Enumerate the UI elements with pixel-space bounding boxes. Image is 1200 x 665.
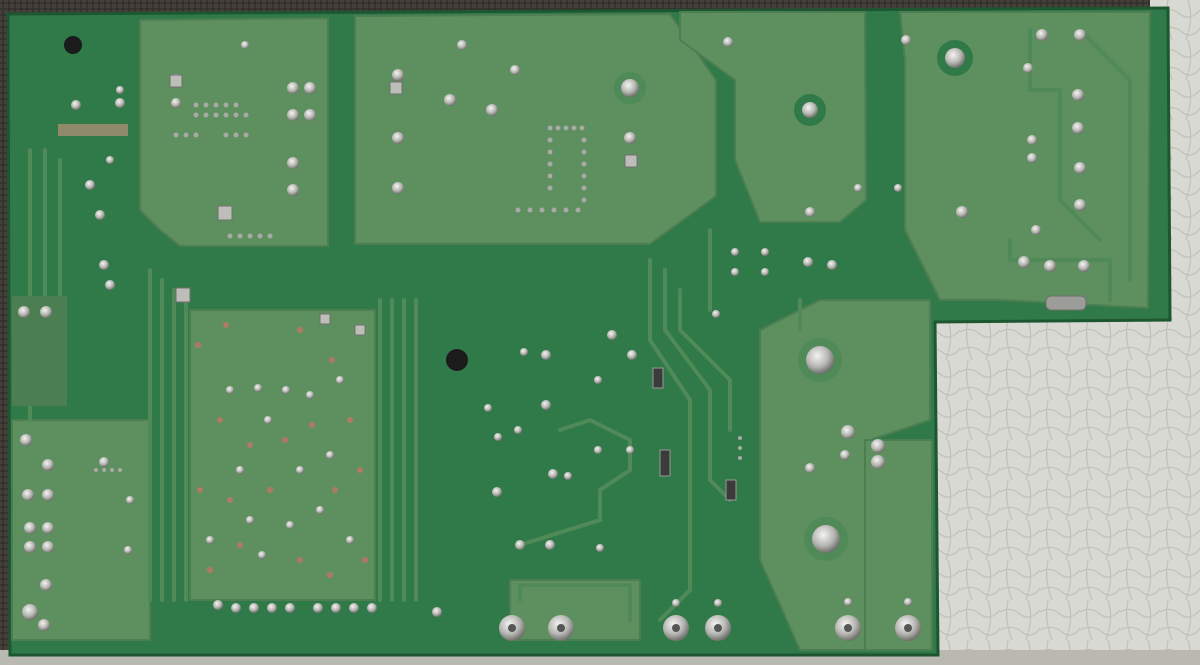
bottom-connectors (499, 615, 921, 641)
connector-pad (714, 624, 722, 632)
screw-terminals (614, 40, 973, 561)
screw-terminal (945, 48, 965, 68)
connector-pad (844, 624, 852, 632)
screw-terminal (812, 525, 840, 553)
pour-top-left (139, 16, 329, 247)
square-pads (169, 74, 1087, 501)
mounting-hole (64, 36, 82, 54)
mounting-holes (64, 36, 468, 371)
leather-surface (930, 300, 1200, 665)
connector-pad (508, 624, 516, 632)
connector-pad (557, 624, 565, 632)
connector-pad (904, 624, 912, 632)
solder-pads (18, 29, 1090, 631)
screw-terminal (806, 346, 834, 374)
pour-top-right-b (898, 11, 1152, 310)
pour-center-right (864, 439, 933, 651)
mounting-hole (446, 349, 468, 371)
pour-top-center (354, 12, 717, 245)
pour-center-logic (189, 309, 376, 601)
pour-bottom-center (509, 579, 641, 641)
screw-terminal (621, 79, 639, 97)
connector-pad (672, 624, 680, 632)
copper-pour-regions (11, 11, 1152, 651)
screw-terminal (802, 102, 818, 118)
pour-top-right-a (679, 11, 868, 223)
ic-footprint-vias (94, 102, 742, 472)
copper-vias (195, 322, 368, 578)
